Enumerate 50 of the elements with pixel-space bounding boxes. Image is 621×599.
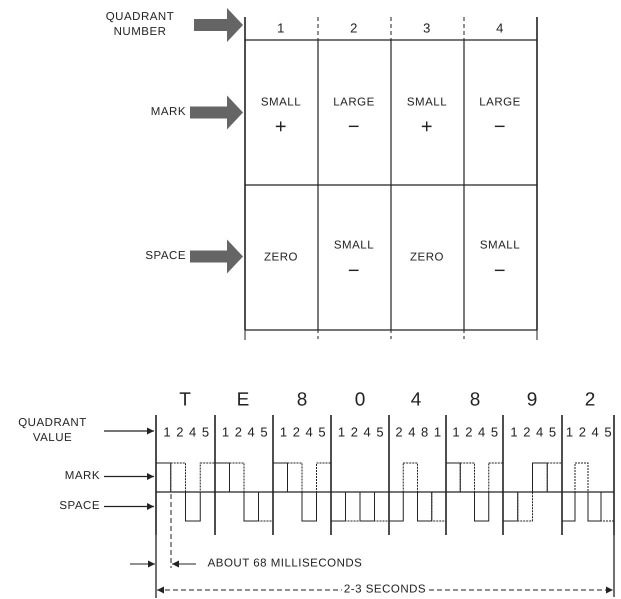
character-label: 8: [296, 390, 308, 410]
level-text: SMALL: [406, 97, 448, 109]
level-text: LARGE: [479, 97, 521, 109]
character-label: 4: [410, 390, 422, 410]
character-label: 2: [584, 390, 596, 410]
arrow: [104, 473, 154, 480]
row-label: SPACE: [120, 249, 186, 264]
quadrant-values: 1 2 4 5: [338, 426, 384, 438]
arrow: [104, 428, 154, 434]
row-label: MARK: [48, 469, 100, 484]
row-label: QUADRANT NUMBER: [90, 10, 190, 40]
quadrant-values: 1 2 4 5: [566, 426, 612, 438]
quadrant-values: 1 2 4 5: [163, 426, 210, 438]
character-label: E: [236, 390, 250, 410]
block-arrow: [194, 8, 243, 42]
block-arrow: [190, 96, 243, 130]
quadrant-values: 1 2 4 5: [452, 426, 499, 438]
quadrant-values: 1 2 4 5: [280, 426, 326, 438]
level-text: SMALL: [260, 97, 302, 109]
column-number: 3: [423, 22, 431, 34]
polarity-sign: −: [348, 117, 360, 137]
polarity-sign: +: [420, 117, 434, 137]
character-label: 8: [470, 390, 480, 410]
quadrant-values: 1 2 4 5: [510, 426, 557, 438]
level-text: SMALL: [334, 240, 374, 252]
column-number: 1: [277, 22, 285, 34]
polarity-sign: −: [494, 117, 506, 137]
level-text: ZERO: [410, 252, 444, 264]
quadrant-values: 1 2 4 5: [222, 426, 268, 438]
polarity-sign: −: [494, 261, 506, 281]
level-text: SMALL: [480, 240, 520, 252]
character-label: 0: [354, 390, 366, 410]
arrow: [104, 503, 154, 510]
column-number: 2: [350, 22, 358, 34]
level-text: ZERO: [264, 252, 298, 264]
block-arrow: [190, 240, 243, 274]
quadrant-values: 2 4 8 1: [395, 426, 442, 438]
dimension-label: ABOUT 68 MILLISECONDS: [208, 558, 362, 570]
waveform-drawing: [155, 415, 615, 535]
table-grid: [244, 16, 538, 340]
level-text: LARGE: [333, 97, 375, 109]
row-label: QUADRANT VALUE: [5, 416, 100, 446]
column-number: 4: [496, 22, 504, 34]
character-label: 9: [526, 390, 538, 410]
row-label: MARK: [120, 105, 186, 120]
character-label: T: [179, 390, 191, 410]
polarity-sign: −: [348, 261, 360, 281]
polarity-sign: +: [274, 117, 288, 137]
row-label: SPACE: [44, 499, 100, 514]
dimension-label: 2-3 SECONDS: [342, 584, 428, 596]
